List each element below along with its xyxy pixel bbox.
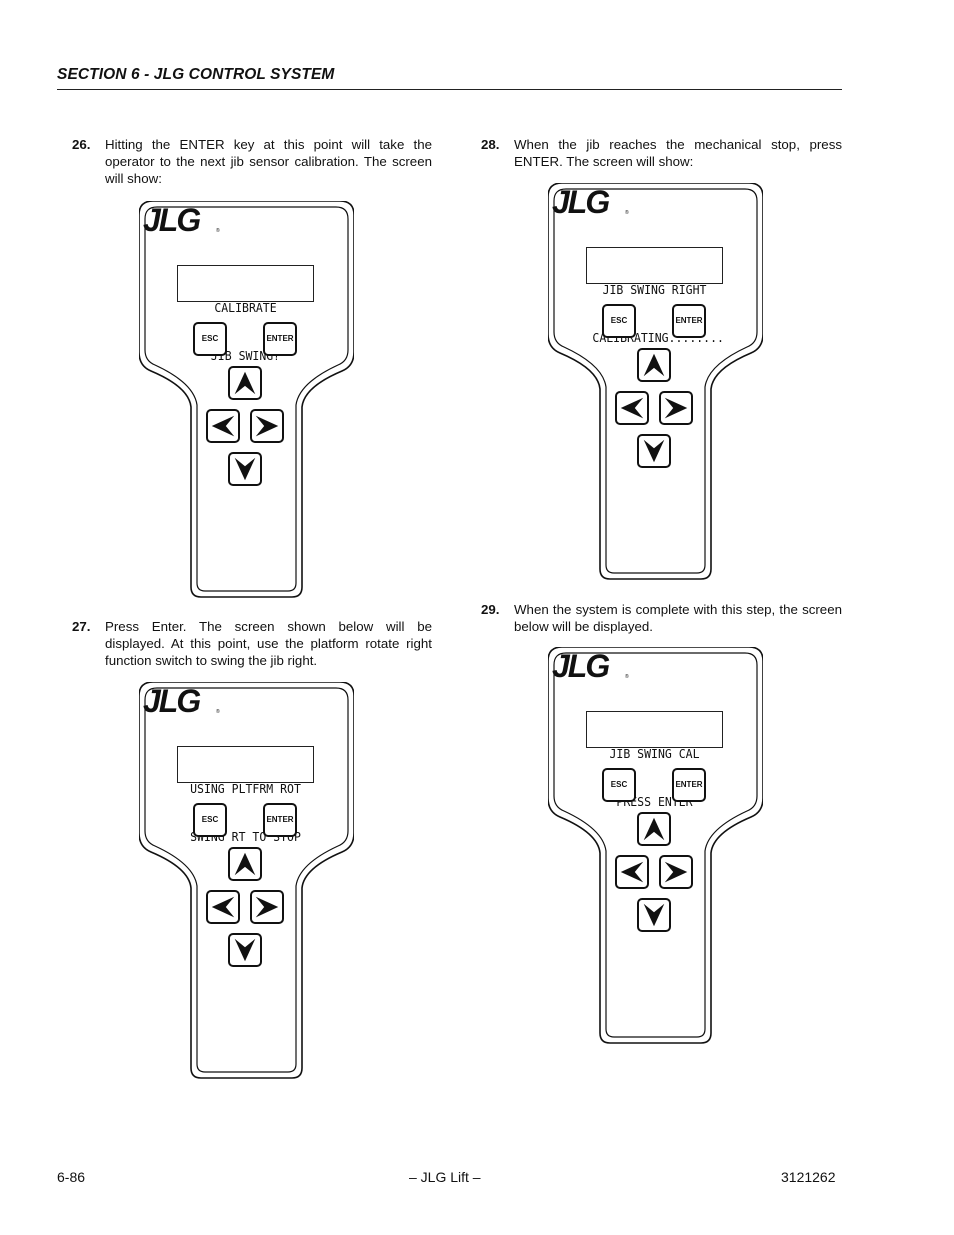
step-29: 29. When the system is complete with thi… — [481, 601, 842, 637]
arrow-up-icon — [643, 817, 665, 841]
arrow-down-icon — [234, 938, 256, 962]
up-arrow-button[interactable] — [637, 812, 671, 846]
left-arrow-button[interactable] — [615, 391, 649, 425]
svg-text:JLG: JLG — [143, 202, 200, 238]
arrow-down-icon — [643, 903, 665, 927]
lcd-display: CALIBRATE JIB SWING? — [177, 265, 314, 363]
down-arrow-button[interactable] — [228, 933, 262, 967]
lcd-display: JIB SWING RIGHT CALIBRATING........ — [586, 247, 724, 345]
arrow-left-icon — [620, 397, 644, 419]
up-arrow-button[interactable] — [637, 348, 671, 382]
header-rule — [57, 89, 842, 90]
svg-text:JLG: JLG — [552, 184, 609, 220]
step-number: 29. — [481, 602, 500, 617]
esc-button[interactable]: ESC — [602, 768, 636, 802]
arrow-left-icon — [211, 415, 235, 437]
left-arrow-button[interactable] — [615, 855, 649, 889]
down-arrow-button[interactable] — [637, 434, 671, 468]
pendant-controller-3: JLG ® JIB SWING RIGHT CALIBRATING.......… — [548, 183, 763, 581]
arrow-up-icon — [234, 852, 256, 876]
arrow-right-icon — [255, 896, 279, 918]
lcd-line-1: CALIBRATE — [214, 300, 277, 315]
arrow-right-icon — [664, 861, 688, 883]
step-26: 26. Hitting the ENTER key at this point … — [72, 136, 432, 188]
jlg-logo: JLG ® — [552, 184, 629, 220]
arrow-right-icon — [664, 397, 688, 419]
esc-button[interactable]: ESC — [193, 322, 227, 356]
step-number: 27. — [72, 619, 91, 634]
arrow-right-icon — [255, 415, 279, 437]
left-arrow-button[interactable] — [206, 409, 240, 443]
left-arrow-button[interactable] — [206, 890, 240, 924]
footer-doc-number: 3121262 — [781, 1169, 836, 1185]
footer-page-number: 6-86 — [57, 1169, 86, 1185]
arrow-up-icon — [234, 371, 256, 395]
footer-center-title: – JLG Lift – — [409, 1169, 481, 1185]
jlg-logo: JLG ® — [143, 683, 220, 719]
up-arrow-button[interactable] — [228, 847, 262, 881]
arrow-left-icon — [211, 896, 235, 918]
svg-text:®: ® — [216, 227, 220, 234]
arrow-down-icon — [234, 457, 256, 481]
lcd-line-1: JIB SWING CAL — [609, 746, 700, 761]
enter-button[interactable]: ENTER — [263, 803, 297, 837]
right-arrow-button[interactable] — [250, 890, 284, 924]
pendant-outline — [139, 201, 354, 598]
lcd-display: USING PLTFRM ROT SWING RT TO STOP — [177, 746, 314, 844]
up-arrow-button[interactable] — [228, 366, 262, 400]
arrow-up-icon — [643, 353, 665, 377]
enter-button[interactable]: ENTER — [263, 322, 297, 356]
jlg-logo: JLG ® — [552, 648, 629, 684]
lcd-line-1: USING PLTFRM ROT — [190, 781, 301, 796]
pendant-outline — [548, 183, 763, 580]
svg-text:®: ® — [216, 708, 220, 715]
pendant-controller-4: JLG ® JIB SWING CAL PRESS ENTER ESC ENTE… — [548, 647, 763, 1045]
down-arrow-button[interactable] — [228, 452, 262, 486]
arrow-left-icon — [620, 861, 644, 883]
pendant-controller-1: JLG ® CALIBRATE JIB SWING? ESC ENTER — [139, 201, 354, 599]
right-arrow-button[interactable] — [659, 855, 693, 889]
pendant-controller-2: JLG ® USING PLTFRM ROT SWING RT TO STOP … — [139, 682, 354, 1080]
pendant-outline — [139, 682, 354, 1079]
svg-text:JLG: JLG — [552, 648, 609, 684]
step-27: 27. Press Enter. The screen shown below … — [72, 618, 432, 670]
arrow-down-icon — [643, 439, 665, 463]
section-header: SECTION 6 - JLG CONTROL SYSTEM — [57, 66, 335, 83]
step-text: When the system is complete with this st… — [514, 602, 842, 634]
lcd-display: JIB SWING CAL PRESS ENTER — [586, 711, 723, 809]
enter-button[interactable]: ENTER — [672, 304, 706, 338]
svg-text:®: ® — [625, 209, 629, 216]
step-number: 28. — [481, 137, 500, 152]
lcd-line-1: JIB SWING RIGHT — [602, 282, 707, 297]
esc-button[interactable]: ESC — [602, 304, 636, 338]
step-text: When the jib reaches the mechanical stop… — [514, 137, 842, 169]
jlg-logo: JLG ® — [143, 202, 220, 238]
right-arrow-button[interactable] — [250, 409, 284, 443]
svg-text:JLG: JLG — [143, 683, 200, 719]
pendant-outline — [548, 647, 763, 1044]
down-arrow-button[interactable] — [637, 898, 671, 932]
right-arrow-button[interactable] — [659, 391, 693, 425]
svg-text:®: ® — [625, 673, 629, 680]
step-text: Press Enter. The screen shown below will… — [105, 619, 432, 668]
step-28: 28. When the jib reaches the mechanical … — [481, 136, 842, 172]
step-number: 26. — [72, 137, 91, 152]
enter-button[interactable]: ENTER — [672, 768, 706, 802]
step-text: Hitting the ENTER key at this point will… — [105, 137, 432, 186]
esc-button[interactable]: ESC — [193, 803, 227, 837]
